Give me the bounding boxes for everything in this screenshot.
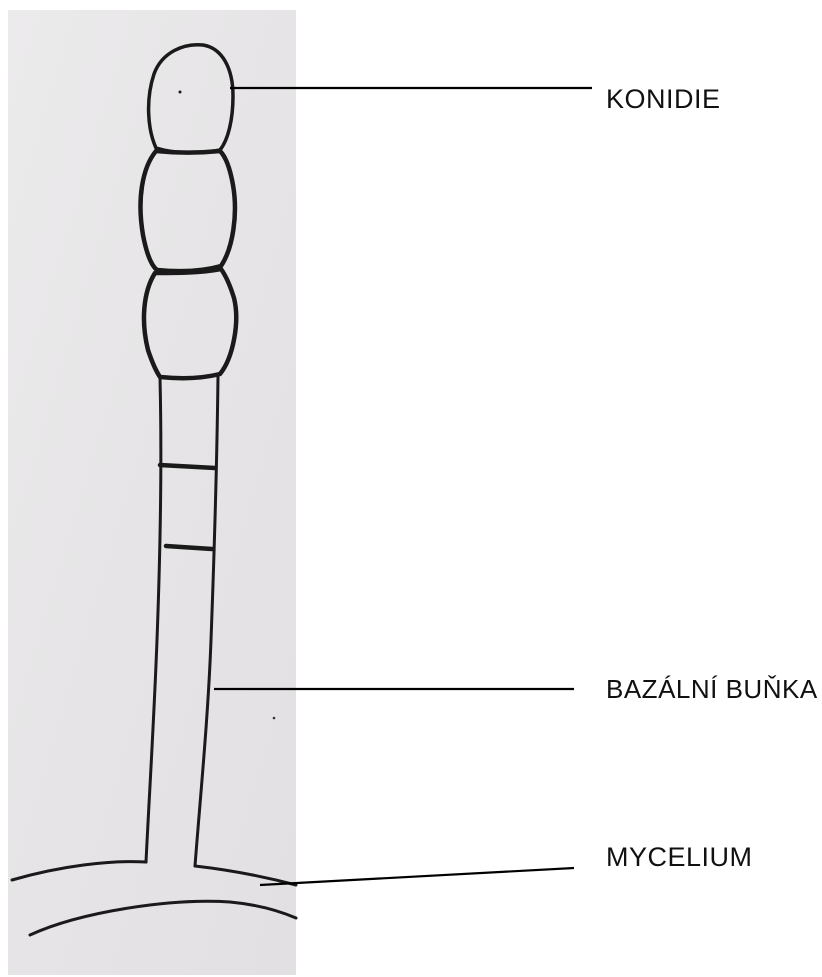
septum-upper [160, 465, 215, 468]
paper-speck [273, 717, 276, 720]
conidium-dot [179, 91, 182, 94]
label-mycelium: MYCELIUM [606, 842, 753, 873]
label-konidie: KONIDIE [606, 84, 721, 115]
septum-lower [166, 546, 212, 549]
label-bazalni-bunka: BAZÁLNÍ BUŇKA [606, 674, 818, 705]
leader-line-mycelium [260, 868, 574, 885]
